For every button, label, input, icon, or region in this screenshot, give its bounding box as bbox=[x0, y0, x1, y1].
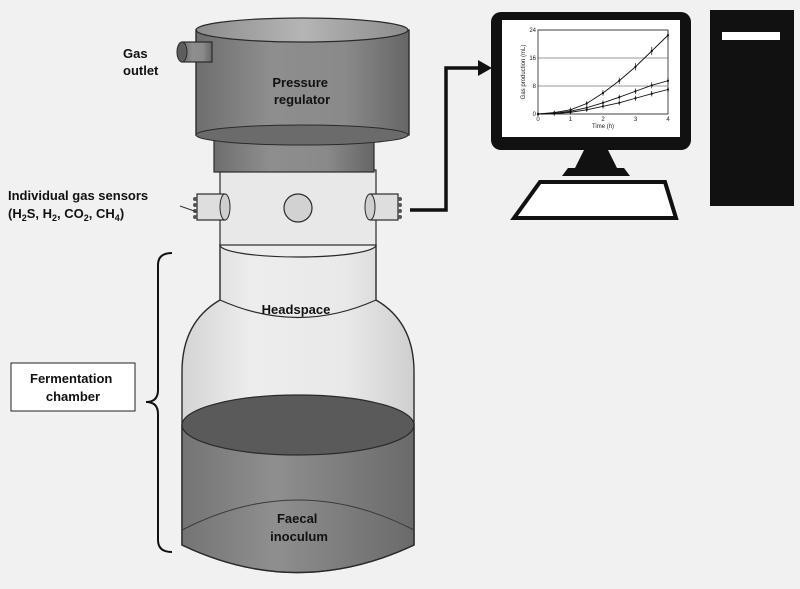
chamber-bracket-line bbox=[145, 252, 173, 553]
pressure-regulator-label: Pressure regulator bbox=[272, 75, 331, 107]
data-point bbox=[634, 65, 637, 68]
data-point bbox=[553, 112, 556, 115]
fermentation-chamber-label: Fermentation chamber bbox=[30, 371, 116, 404]
data-point bbox=[650, 84, 653, 87]
faecal-inoculum-liquid bbox=[181, 424, 415, 574]
data-point bbox=[601, 91, 605, 95]
faecal-inoculum-label: Faecal inoculum bbox=[270, 511, 328, 544]
y-tick-label: 16 bbox=[529, 56, 536, 62]
regulator-bottom-edge bbox=[195, 124, 409, 146]
pressure-regulator-label-line-2: regulator bbox=[274, 92, 330, 107]
right-sensor-pins bbox=[398, 197, 402, 219]
fermentation-chamber-label-line-2: chamber bbox=[46, 389, 100, 404]
gas-production-chart: 0 8 16 24 0 1 2 3 4 Time (h) Gas production (mL… bbox=[521, 28, 670, 130]
headspace-label: Headspace bbox=[262, 302, 331, 317]
data-point bbox=[585, 108, 588, 111]
x-tick-label: 4 bbox=[666, 117, 670, 123]
fermentation-chamber-box bbox=[10, 362, 136, 412]
pressure-regulator-label-line-1: Pressure bbox=[272, 75, 328, 90]
y-tick-labels: 0 8 16 24 bbox=[529, 28, 536, 118]
regulator-top bbox=[195, 17, 409, 43]
liquid-bottom-curve bbox=[181, 499, 415, 531]
y-axis-label: Gas production (mL) bbox=[521, 45, 527, 100]
bottle-neck-rim bbox=[219, 299, 377, 318]
right-sensor-face bbox=[364, 193, 376, 221]
series-3 bbox=[536, 86, 670, 116]
monitor-screen bbox=[502, 20, 680, 137]
fermentation-chamber-label-line-1: Fermentation bbox=[30, 371, 112, 386]
data-point bbox=[666, 88, 670, 91]
faecal-inoculum-label-line-1: Faecal bbox=[277, 511, 317, 526]
gas-sensors bbox=[179, 193, 402, 223]
monitor-neck bbox=[575, 150, 617, 168]
gas-outlet-opening bbox=[176, 41, 188, 63]
data-point bbox=[666, 79, 670, 82]
left-sensor-face bbox=[219, 193, 231, 221]
x-tick-label: 3 bbox=[634, 117, 638, 123]
data-point bbox=[536, 112, 540, 116]
chart-grid bbox=[538, 29, 668, 115]
data-point bbox=[650, 49, 653, 53]
y-tick-label: 8 bbox=[533, 84, 537, 90]
y-tick-label: 0 bbox=[533, 112, 537, 118]
keyboard bbox=[510, 180, 679, 220]
tower-drive-slot bbox=[722, 32, 780, 40]
data-point bbox=[569, 111, 572, 114]
gas-outlet-label: Gas outlet bbox=[123, 46, 159, 78]
gas-sensors-label: Individual gas sensors bbox=[8, 188, 148, 203]
data-point bbox=[601, 105, 605, 108]
gas-sensors-formula: (H2S, H2, CO2, CH4) bbox=[8, 206, 124, 223]
chamber-bracket bbox=[10, 252, 173, 553]
data-point bbox=[618, 79, 621, 82]
x-tick-label: 1 bbox=[569, 117, 573, 123]
data-point bbox=[634, 97, 637, 100]
data-point bbox=[650, 92, 653, 95]
signal-arrow-line bbox=[410, 66, 478, 212]
y-tick-label: 24 bbox=[529, 28, 536, 34]
computer bbox=[491, 10, 794, 220]
faecal-inoculum-label-line-2: inoculum bbox=[270, 529, 328, 544]
monitor-stand bbox=[562, 168, 630, 176]
x-axis-label: Time (h) bbox=[592, 124, 614, 130]
data-point bbox=[585, 102, 588, 105]
chart-series bbox=[536, 30, 670, 116]
signal-arrow bbox=[410, 60, 492, 212]
gas-outlet-label-line-1: Gas bbox=[123, 46, 148, 61]
data-point bbox=[618, 96, 621, 99]
x-tick-label: 0 bbox=[536, 117, 540, 123]
pressure-regulator bbox=[176, 17, 410, 173]
x-tick-labels: 0 1 2 3 4 bbox=[536, 117, 670, 123]
gas-outlet-label-line-2: outlet bbox=[123, 63, 159, 78]
liquid-surface bbox=[181, 394, 415, 456]
left-sensor-pins bbox=[193, 197, 197, 219]
data-point bbox=[618, 101, 621, 104]
signal-arrow-head bbox=[478, 60, 492, 76]
x-tick-label: 2 bbox=[601, 117, 605, 123]
computer-tower bbox=[710, 10, 794, 206]
sensor-leader-line bbox=[179, 205, 198, 213]
data-point bbox=[601, 101, 605, 104]
data-point bbox=[666, 34, 670, 37]
center-sensor-port bbox=[283, 193, 313, 223]
fermentation-bottle bbox=[181, 169, 415, 574]
data-point bbox=[634, 90, 637, 93]
